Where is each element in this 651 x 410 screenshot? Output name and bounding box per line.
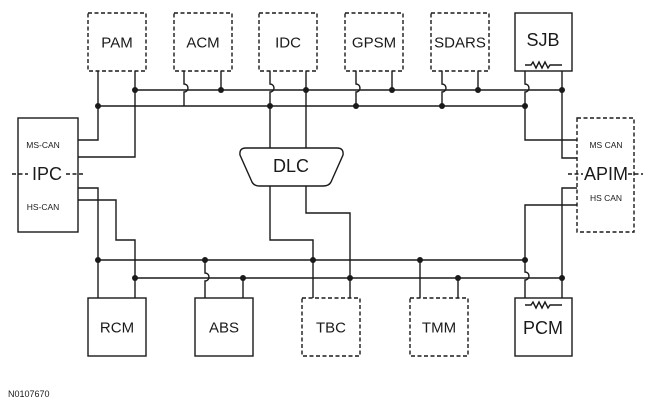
ipc-ms-can-label: MS-CAN — [26, 140, 60, 150]
sdars-module: SDARS — [430, 12, 490, 72]
apim-label: APIM — [584, 164, 628, 184]
acm-label: ACM — [186, 35, 219, 52]
junction-dot — [132, 275, 138, 281]
ipc-wiring — [66, 90, 136, 278]
junction-dot — [202, 257, 208, 263]
dlc-wiring — [269, 90, 351, 278]
junction-dot — [218, 87, 224, 93]
acm-drop-1 — [183, 71, 189, 106]
pcm-drop-1 — [524, 260, 530, 298]
sjb-drop-1 — [524, 65, 530, 106]
junction-dot — [439, 103, 445, 109]
junction-dot — [455, 275, 461, 281]
idc-drop-1 — [269, 71, 275, 106]
sjb-label: SJB — [526, 30, 559, 50]
tbc-module: TBC — [301, 297, 361, 357]
junction-dot — [522, 103, 528, 109]
ipc-hs-can-wire-1 — [72, 187, 99, 260]
pcm-termination-resistor — [525, 300, 562, 310]
junction-dot — [522, 257, 528, 263]
sdars-drop-1 — [441, 71, 447, 106]
abs-module: ABS — [194, 297, 254, 357]
abs-label: ABS — [209, 320, 239, 337]
junction-dot — [475, 87, 481, 93]
ipc-hs-can-wire-2 — [72, 199, 136, 278]
ipc-label: IPC — [32, 164, 62, 184]
junction-dot — [240, 275, 246, 281]
apim-hs-can-wire-1 — [561, 187, 577, 278]
gpsm-label: GPSM — [352, 35, 396, 52]
apim-hs-can-wire-2 — [524, 204, 577, 260]
sjb-termination-resistor — [525, 60, 562, 70]
tmm-module: TMM — [409, 297, 469, 357]
ipc-module: MS-CAN IPC HS-CAN — [12, 117, 84, 233]
junctions — [95, 87, 565, 281]
sjb-module: SJB — [514, 12, 573, 72]
sdars-label: SDARS — [434, 35, 486, 52]
pam-module: PAM — [87, 12, 147, 72]
gpsm-drop-1 — [355, 71, 361, 106]
apim-wiring — [524, 90, 577, 278]
idc-label: IDC — [275, 35, 301, 52]
junction-dot — [95, 103, 101, 109]
apim-module: MS CAN APIM HS CAN — [568, 117, 643, 233]
ipc-ms-can-wire-1 — [72, 106, 99, 141]
junction-dot — [347, 275, 353, 281]
junction-dot — [267, 103, 273, 109]
junction-dot — [559, 87, 565, 93]
junction-dot — [132, 87, 138, 93]
abs-drop-1 — [204, 260, 210, 298]
junction-dot — [95, 257, 101, 263]
tbc-label: TBC — [316, 320, 346, 337]
tmm-label: TMM — [422, 320, 456, 337]
junction-dot — [353, 103, 359, 109]
apim-ms-can-label: MS CAN — [589, 140, 622, 150]
ms-can-bus — [97, 65, 563, 107]
pcm-label: PCM — [523, 318, 563, 338]
ipc-hs-can-label: HS-CAN — [27, 202, 60, 212]
rcm-label: RCM — [100, 320, 134, 337]
junction-dot — [417, 257, 423, 263]
apim-ms-can-wire-1 — [524, 106, 577, 141]
dlc-hs-can-wire-2 — [305, 185, 351, 278]
dlc-label: DLC — [273, 156, 309, 176]
junction-dot — [310, 257, 316, 263]
junction-dot — [303, 87, 309, 93]
acm-module: ACM — [173, 12, 233, 72]
apim-ms-can-wire-2 — [561, 90, 577, 159]
pcm-module: PCM — [514, 297, 573, 357]
junction-dot — [559, 275, 565, 281]
apim-hs-can-label: HS CAN — [590, 193, 622, 203]
dlc-hs-can-wire-1 — [269, 185, 314, 260]
rcm-module: RCM — [87, 297, 147, 357]
dlc-connector: DLC — [239, 147, 344, 187]
junction-dot — [389, 87, 395, 93]
pam-label: PAM — [101, 35, 132, 52]
ipc-ms-can-wire-2 — [72, 90, 136, 158]
gpsm-module: GPSM — [344, 12, 404, 72]
hs-can-bus — [97, 259, 563, 298]
figure-id: N0107670 — [8, 389, 50, 399]
idc-module: IDC — [258, 12, 318, 72]
